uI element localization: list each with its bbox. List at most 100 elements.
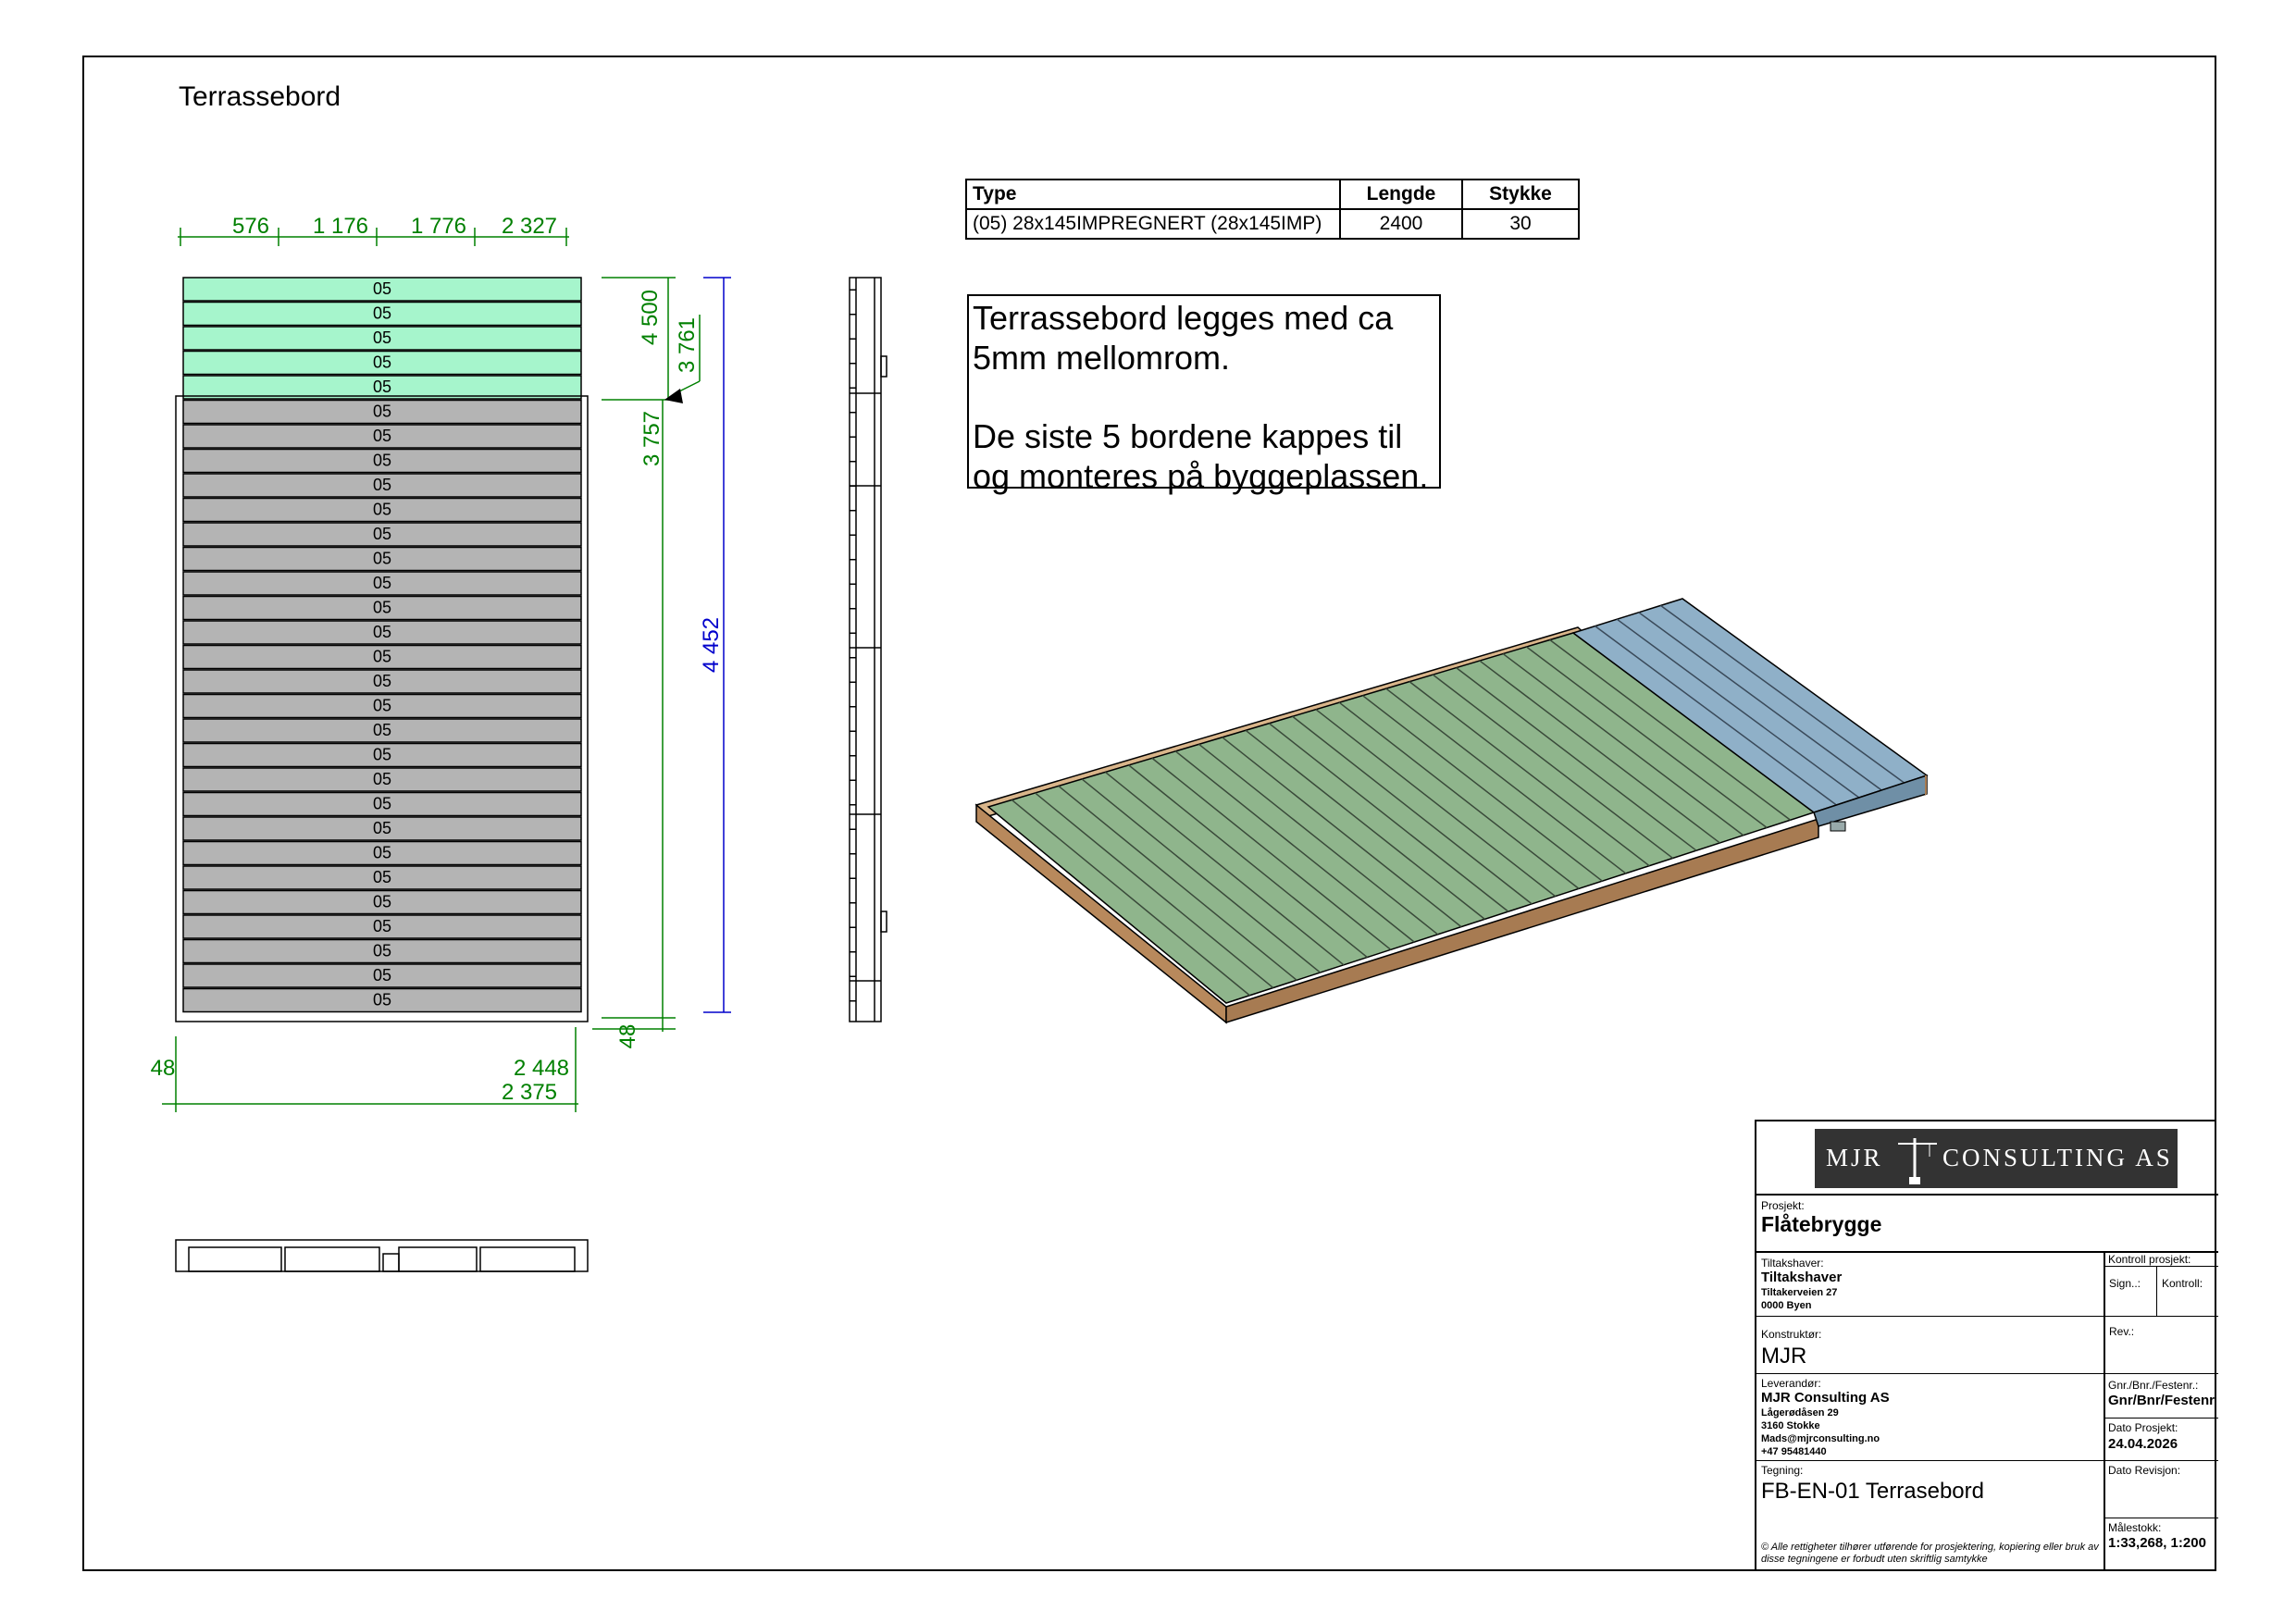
sign-label: Sign..:	[2109, 1277, 2141, 1290]
deck-plank-line	[1292, 715, 1533, 905]
board-label: 05	[373, 917, 391, 935]
board	[182, 742, 582, 768]
board-label: 05	[373, 304, 391, 323]
deck-plank-line	[1081, 778, 1322, 973]
board	[182, 301, 582, 327]
board-label: 05	[373, 452, 391, 470]
deck-plank-line	[1035, 792, 1274, 989]
gnr-value: Gnr/Bnr/Festenr	[2108, 1393, 2215, 1408]
dim-bottom-48: 48	[151, 1056, 176, 1081]
dim-arrow-marker	[664, 389, 683, 403]
dim-2375: 2 375	[502, 1080, 557, 1105]
dim-top-1: 576	[232, 214, 269, 239]
board	[182, 889, 582, 915]
deck-plank-line	[1315, 709, 1557, 898]
note-line-2: 5mm mellomrom.	[973, 339, 1231, 377]
deck-plank-line	[1525, 646, 1768, 829]
dim-top-3: 1 776	[411, 214, 466, 239]
board	[182, 791, 582, 817]
board-label: 05	[373, 574, 391, 592]
board-label: 05	[373, 746, 391, 764]
blue-dimension	[703, 277, 731, 1013]
board	[182, 424, 582, 449]
konstruktor-label: Konstruktør:	[1761, 1328, 1822, 1341]
dim-top-4: 2 327	[502, 214, 557, 239]
rev-label: Rev.:	[2109, 1325, 2135, 1338]
board	[182, 620, 582, 645]
board	[182, 865, 582, 890]
board-label: 05	[373, 403, 391, 421]
board	[182, 914, 582, 939]
copyright-notice: © Alle rettigheter tilhører utførende fo…	[1761, 1542, 2099, 1565]
col-stykke: Stykke	[1461, 179, 1580, 210]
board-label: 05	[373, 991, 391, 1010]
board-label: 05	[373, 476, 391, 494]
board-label: 05	[373, 844, 391, 862]
parts-table-header: Type Lengde Stykke	[965, 179, 1580, 210]
malestokk-value: 1:33,268, 1:200	[2108, 1535, 2206, 1551]
board-label: 05	[373, 697, 391, 715]
deck-plank-line	[1104, 771, 1345, 966]
board	[182, 522, 582, 547]
side-elevation-ticks	[850, 289, 856, 1002]
konstruktor-value: MJR	[1761, 1344, 1807, 1369]
board	[182, 277, 582, 302]
board-label: 05	[373, 721, 391, 739]
dato-prosjekt-label: Dato Prosjekt:	[2108, 1421, 2178, 1434]
deck-plank-line	[1362, 695, 1603, 882]
right-dimensions	[592, 277, 701, 1032]
leverandor-phone: +47 95481440	[1761, 1446, 1827, 1457]
deck-plank-line	[1011, 799, 1250, 997]
cell-stykke: 30	[1461, 208, 1580, 240]
isometric-deck-view	[974, 598, 1929, 1024]
deck-plank-line	[1659, 604, 1905, 784]
deck-plank-line	[1502, 652, 1744, 836]
dim-right-48: 48	[615, 1024, 640, 1049]
note-line-3: De siste 5 bordene kappes til	[973, 417, 1403, 455]
board	[182, 546, 582, 572]
cell-lengde: 2400	[1339, 208, 1463, 240]
company-logo: MJR CONSULTING AS	[1815, 1129, 2178, 1188]
drawing-frame	[82, 56, 2216, 1571]
end-elevation-view	[175, 1239, 589, 1272]
dim-4452: 4 452	[699, 617, 724, 673]
drawing-title: Terrassebord	[179, 81, 341, 112]
board-label: 05	[373, 966, 391, 985]
gnr-label: Gnr./Bnr./Festenr.:	[2108, 1379, 2199, 1392]
board	[182, 497, 582, 523]
board	[182, 938, 582, 964]
leverandor-address-2: 3160 Stokke	[1761, 1420, 1820, 1431]
dato-prosjekt-value: 24.04.2026	[2108, 1436, 2178, 1452]
deck-plank-line	[1409, 681, 1650, 867]
deck-plank-line	[1245, 729, 1485, 920]
board-label: 05	[373, 770, 391, 788]
dim-4500: 4 500	[638, 290, 663, 345]
tegning-label: Tegning:	[1761, 1464, 1804, 1477]
board	[182, 350, 582, 376]
prosjekt-label: Prosjekt:	[1761, 1199, 1805, 1212]
board-label: 05	[373, 525, 391, 543]
dim-3757: 3 757	[639, 411, 664, 466]
dim-3761: 3 761	[675, 317, 700, 373]
tiltakshaver-value: Tiltakshaver	[1761, 1270, 1843, 1285]
board-label: 05	[373, 672, 391, 690]
board-label: 05	[373, 819, 391, 837]
board	[182, 963, 582, 988]
top-dimensions	[178, 228, 569, 246]
deck-plank-line	[1385, 688, 1627, 874]
board	[182, 669, 582, 694]
note-line-4: og monteres på byggeplassen.	[973, 457, 1429, 495]
deck-plank-line	[1198, 743, 1439, 935]
deck-plank-line	[1638, 612, 1882, 791]
deck-plank-line	[1456, 667, 1697, 851]
board	[182, 767, 582, 792]
title-block: MJR CONSULTING AS Prosjekt: Flåtebrygge …	[1755, 1120, 2218, 1571]
leverandor-label: Leverandør:	[1761, 1377, 1821, 1390]
dato-revisjon-label: Dato Revisjon:	[2108, 1464, 2181, 1477]
tiltakshaver-address-1: Tiltakerveien 27	[1761, 1287, 1838, 1298]
board-label: 05	[373, 599, 391, 617]
side-elevation-view	[849, 277, 887, 1022]
deck-plank-line	[1268, 723, 1509, 912]
deck-plank-line	[1151, 757, 1392, 950]
